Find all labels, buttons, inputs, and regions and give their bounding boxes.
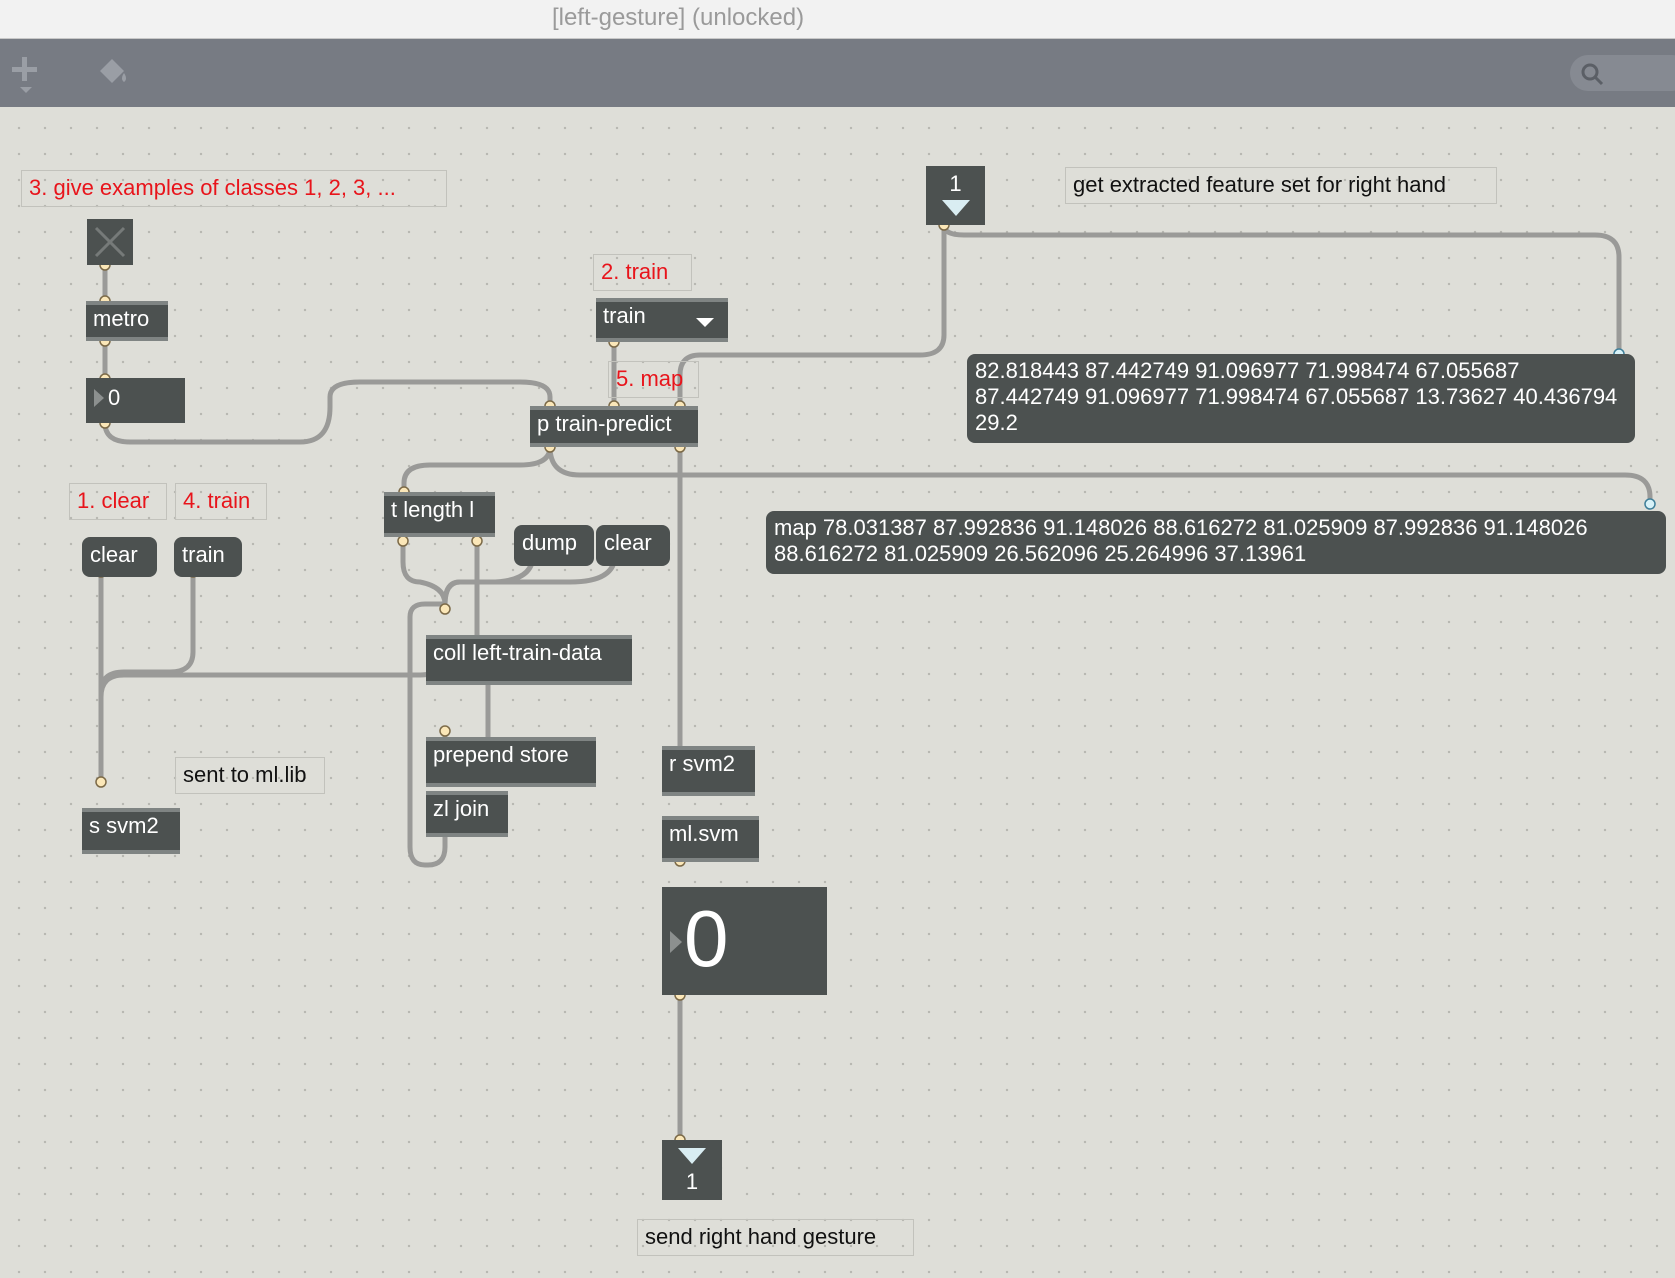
comment-get-features: get extracted feature set for right hand: [1065, 167, 1497, 204]
cord-inlet-features: [941, 222, 1622, 357]
window-title: [left-gesture] (unlocked): [551, 4, 805, 31]
cord-number-ptrain: [102, 379, 553, 445]
chevron-down-icon: [696, 318, 714, 327]
zl-join-object[interactable]: zl join: [426, 791, 508, 837]
cord-zljoin-coll: [407, 601, 448, 868]
cord-inlet-ptrain: [677, 222, 947, 409]
mode-dropdown[interactable]: train: [596, 298, 728, 342]
r-svm2-object[interactable]: r svm2: [662, 746, 755, 796]
paint-bucket-icon[interactable]: [94, 53, 134, 93]
cord-tlength-coll: [400, 538, 448, 612]
dump-message[interactable]: dump: [514, 525, 594, 566]
outlet-1[interactable]: 1: [662, 1140, 722, 1200]
feature-set-message[interactable]: 82.818443 87.442749 91.096977 71.998474 …: [967, 354, 1635, 443]
patcher-canvas[interactable]: 3. give examples of classes 1, 2, 3, ...…: [0, 107, 1675, 1278]
mode-dropdown-value: train: [603, 303, 646, 328]
result-number-box[interactable]: 0: [662, 887, 827, 995]
result-value: 0: [684, 894, 729, 983]
plus-icon[interactable]: [10, 53, 50, 99]
cord-clear-coll: [442, 552, 618, 607]
toggle[interactable]: [87, 219, 133, 265]
number-triangle-icon: [94, 389, 104, 407]
number-triangle-icon: [670, 931, 682, 953]
counter-value: 0: [108, 385, 121, 410]
comment-step3: 3. give examples of classes 1, 2, 3, ...: [21, 170, 447, 207]
map-output-message[interactable]: map 78.031387 87.992836 91.148026 88.616…: [766, 511, 1666, 574]
comment-step5: 5. map: [608, 361, 699, 398]
down-arrow-icon: [942, 200, 970, 216]
search-icon: [1581, 63, 1604, 86]
clear-message-left[interactable]: clear: [82, 537, 157, 577]
prepend-store-object[interactable]: prepend store: [426, 737, 596, 787]
patch-cords: [95, 219, 1656, 1146]
toolbar: [0, 39, 1675, 107]
comment-step1: 1. clear: [69, 483, 167, 520]
p-train-predict-object[interactable]: p train-predict: [530, 406, 698, 447]
cord-ptrain-map: [547, 444, 1653, 507]
down-arrow-icon: [678, 1148, 706, 1164]
search-field[interactable]: [1570, 55, 1675, 91]
s-svm2-object[interactable]: s svm2: [82, 808, 180, 854]
t-length-object[interactable]: t length l: [384, 492, 495, 537]
comment-send-gesture: send right hand gesture: [637, 1219, 914, 1256]
counter-number-box[interactable]: 0: [86, 378, 185, 423]
comment-step2: 2. train: [593, 254, 692, 291]
ml-svm-object[interactable]: ml.svm: [662, 816, 759, 862]
toggle-x-icon: [94, 226, 126, 258]
outlet-number: 1: [685, 1169, 699, 1194]
metro-object[interactable]: metro: [86, 301, 168, 341]
cord-ptrain-tlength: [401, 444, 553, 495]
comment-step4: 4. train: [175, 483, 267, 520]
train-message-left[interactable]: train: [174, 537, 242, 577]
inlet-number: 1: [949, 171, 962, 196]
coll-object[interactable]: coll left-train-data: [426, 635, 632, 685]
comment-sent-to-mllib: sent to ml.lib: [175, 757, 325, 794]
title-bar: [left-gesture] (unlocked): [0, 0, 1675, 39]
clear-message-mid[interactable]: clear: [596, 525, 670, 566]
inlet-1[interactable]: 1: [926, 166, 985, 225]
